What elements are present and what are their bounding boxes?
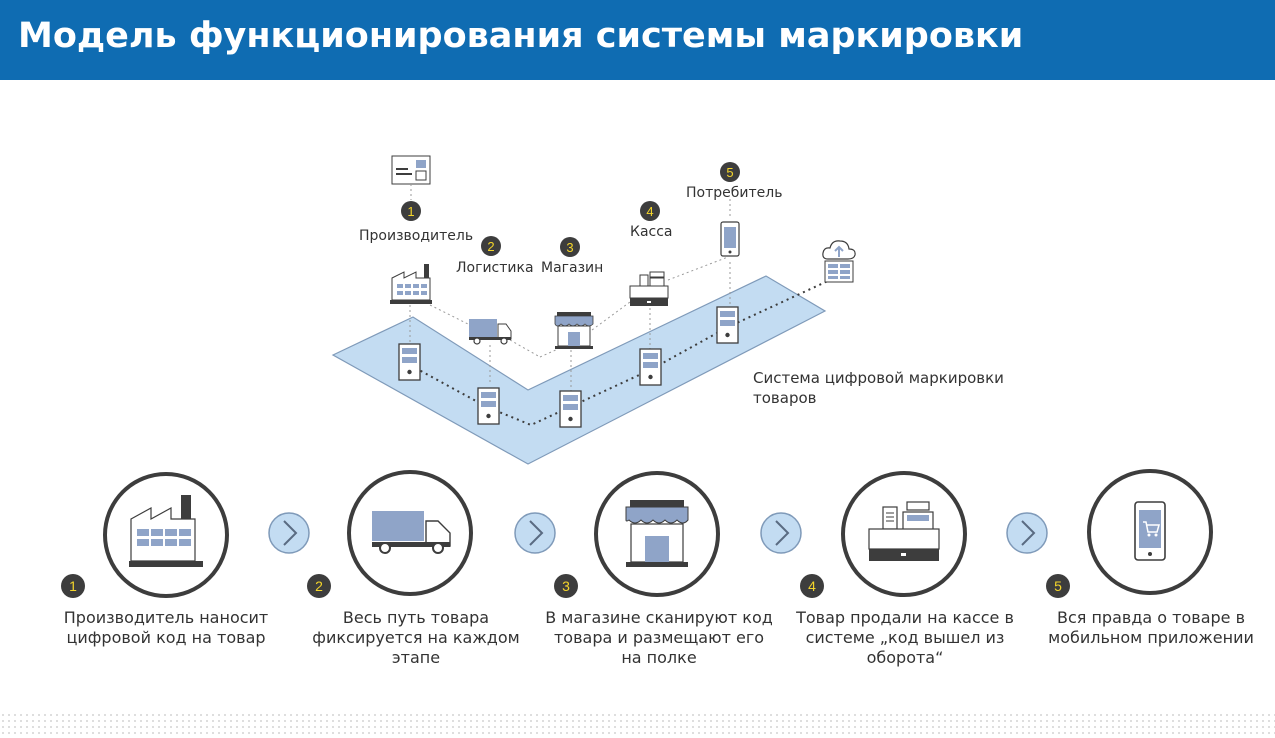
- server-icon: [716, 306, 739, 344]
- label-producer: Производитель: [359, 228, 474, 244]
- svg-text:1: 1: [69, 578, 77, 594]
- phone-icon: [720, 221, 740, 257]
- step-caption-2: Весь путь товара фиксируется на каждом э…: [312, 608, 520, 667]
- cash-register-large-icon: [868, 501, 940, 561]
- svg-text:2: 2: [315, 578, 323, 594]
- step-badge-1: 1: [61, 574, 85, 598]
- svg-text:2: 2: [487, 239, 494, 254]
- label-cashier: Касса: [630, 224, 673, 240]
- step-badge-4: 4: [800, 574, 824, 598]
- mobile-app-icon: [1134, 501, 1166, 561]
- connector-lines: [409, 256, 731, 392]
- server-icon: [559, 390, 582, 428]
- step-caption-4: Товар продали на кассе в системе „код вы…: [796, 608, 1014, 667]
- step-circle-1: [103, 472, 229, 598]
- step-caption-3: В магазине сканируют код товара и размещ…: [545, 608, 773, 667]
- step-caption-1: Производитель наносит цифровой код на то…: [63, 608, 269, 647]
- svg-text:3: 3: [566, 240, 573, 255]
- truck-large-icon: [372, 511, 451, 554]
- product-label-icon: [391, 155, 431, 185]
- step-circle-3: [594, 471, 720, 597]
- marking-system-band: [331, 275, 827, 465]
- cash-register-icon: [629, 271, 669, 306]
- truck-icon: [469, 319, 512, 345]
- label-store: Магазин: [541, 260, 604, 276]
- arrow-next-icon: [1006, 512, 1048, 554]
- step-badge-3: 3: [554, 574, 578, 598]
- svg-text:5: 5: [1054, 578, 1062, 594]
- server-icon: [398, 343, 421, 381]
- svg-text:5: 5: [726, 165, 733, 180]
- store-icon: [554, 312, 594, 349]
- step-circle-5: [1087, 469, 1213, 595]
- factory-large-icon: [129, 495, 203, 567]
- top-badge-5: 5: [720, 162, 740, 182]
- factory-icon: [390, 264, 432, 304]
- server-icon: [639, 348, 662, 386]
- top-badge-4: 4: [640, 201, 660, 221]
- cloud-server-icon: [822, 240, 856, 283]
- step-badge-5: 5: [1046, 574, 1070, 598]
- svg-text:4: 4: [808, 578, 816, 594]
- store-large-icon: [625, 500, 689, 567]
- step-badge-2: 2: [307, 574, 331, 598]
- step-circle-2: [347, 470, 473, 596]
- arrow-next-icon: [514, 512, 556, 554]
- svg-text:1: 1: [407, 204, 414, 219]
- step-caption-5: Вся правда о товаре в мобильном приложен…: [1048, 608, 1254, 647]
- label-consumer: Потребитель: [686, 185, 783, 201]
- system-label: Система цифровой маркировки товаров: [753, 369, 1004, 407]
- step-circle-4: [841, 471, 967, 597]
- label-logistics: Логистика: [456, 260, 534, 276]
- dotted-footer-pattern: [0, 712, 1275, 738]
- top-badge-1: 1: [401, 201, 421, 221]
- svg-text:3: 3: [562, 578, 570, 594]
- top-badge-3: 3: [560, 237, 580, 257]
- svg-text:4: 4: [646, 204, 653, 219]
- server-icon: [477, 387, 500, 425]
- arrow-next-icon: [760, 512, 802, 554]
- arrow-next-icon: [268, 512, 310, 554]
- page-title: Модель функционирования системы маркиров…: [18, 16, 1024, 56]
- header-bar: Модель функционирования системы маркиров…: [0, 0, 1275, 80]
- top-badge-2: 2: [481, 236, 501, 256]
